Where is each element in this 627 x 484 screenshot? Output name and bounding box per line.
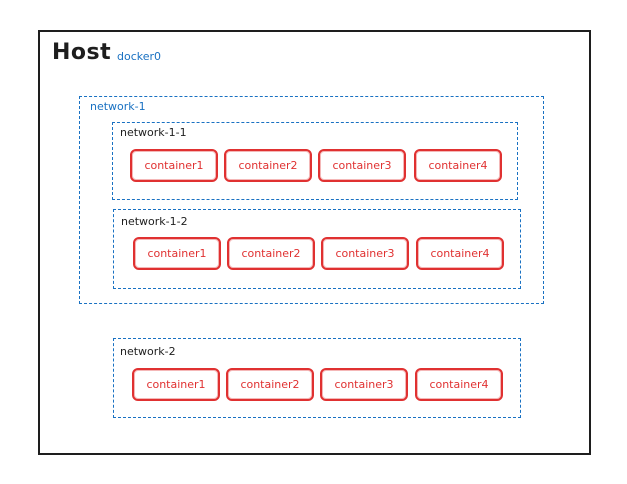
network-1-2-boundary	[113, 209, 521, 289]
network-1-1-container-1: container1	[130, 149, 218, 182]
network-2-label: network-2	[120, 345, 176, 358]
network-2-container-2: container2	[226, 368, 314, 401]
network-2-container-4: container4	[415, 368, 503, 401]
network-1-2-container-2: container2	[227, 237, 315, 270]
network-1-2-container-3: container3	[321, 237, 409, 270]
network-1-2-label: network-1-2	[121, 215, 188, 228]
network-1-1-container-2: container2	[224, 149, 312, 182]
docker0-label: docker0	[117, 50, 162, 63]
host-title: Host	[52, 40, 112, 65]
host-frame	[38, 30, 591, 455]
network-1-2-container-1: container1	[133, 237, 221, 270]
network-1-label: network-1	[90, 100, 146, 113]
network-1-1-container-4: container4	[414, 149, 502, 182]
network-1-boundary	[79, 96, 544, 304]
network-1-1-label: network-1-1	[120, 126, 187, 139]
network-2-container-3: container3	[320, 368, 408, 401]
network-1-1-boundary	[112, 122, 518, 200]
network-2-container-1: container1	[132, 368, 220, 401]
network-2-boundary	[113, 338, 521, 418]
network-1-2-container-4: container4	[416, 237, 504, 270]
network-1-1-container-3: container3	[318, 149, 406, 182]
